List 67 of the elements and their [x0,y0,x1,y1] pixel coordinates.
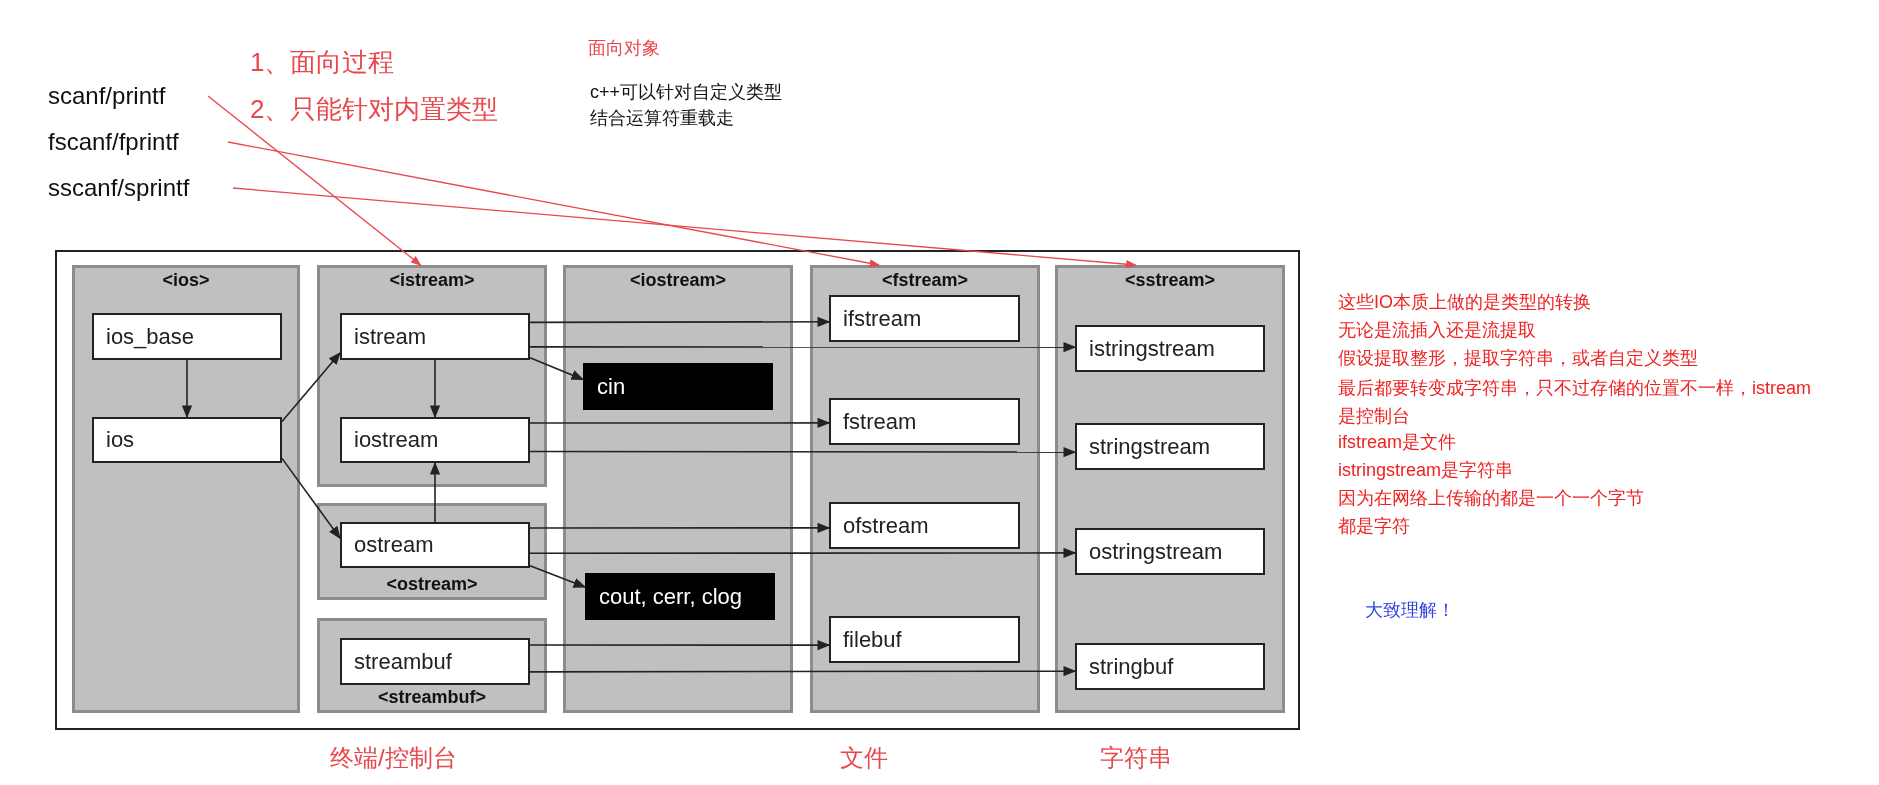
function-text: scanf/printf [48,80,208,112]
group-panel [810,265,1040,713]
note-text: 都是字符 [1338,515,1410,538]
group-title: <fstream> [881,270,969,291]
arrow [529,356,585,381]
group-title: <streambuf> [377,687,486,708]
group-title: <istream> [389,270,475,291]
note-text: 结合运算符重载走 [590,107,734,130]
class-box: istringstream [1075,325,1265,372]
note-text: 这些IO本质上做的是类型的转换 [1338,291,1591,314]
function-text: sscanf/sprintf [48,172,233,204]
class-box: stringbuf [1075,643,1265,690]
class-box: ostringstream [1075,528,1265,575]
note-text: istringstream是字符串 [1338,459,1514,482]
note-text: 面向对象 [588,37,660,60]
group-panel [317,618,547,713]
group-panel [317,265,547,487]
class-box: istream [340,313,530,360]
group-title: <ios> [162,270,210,291]
class-box: iostream [340,417,530,463]
arrow [281,457,341,540]
note-text: ifstream是文件 [1338,431,1456,454]
group-title: <sstream> [1124,270,1216,291]
object-box: cout, cerr, clog [585,573,775,620]
arrow [429,461,441,523]
group-panel [563,265,793,713]
arrow [207,95,422,266]
arrow [529,666,1077,677]
arrow [529,417,831,429]
class-box: stringstream [1075,423,1265,470]
caption-text: 2、只能针对内置类型 [250,93,499,126]
arrow [232,187,1137,269]
note-text: 无论是流插入还是流提取 [1338,319,1536,342]
arrow [529,316,831,327]
note-text: c++可以针对自定义类型 [590,81,783,104]
caption-text: 字符串 [1100,743,1172,773]
arrow [529,341,1077,353]
group-title: <ostream> [386,574,478,595]
caption-text: 文件 [840,743,888,773]
class-box: streambuf [340,638,530,685]
note-text: 因为在网络上传输的都是一个一个字节 [1338,487,1644,510]
arrow [529,522,831,533]
class-box: filebuf [829,616,1020,663]
arrow [281,351,341,423]
object-box: cin [583,363,773,410]
group-panel [1055,265,1285,713]
group-title: <iostream> [629,270,727,291]
class-box: ofstream [829,502,1020,549]
arrow [529,640,831,651]
class-box: ios [92,417,282,463]
arrow [529,547,1077,559]
arrow [429,359,441,419]
class-box: ifstream [829,295,1020,342]
class-box: fstream [829,398,1020,445]
arrow [529,564,587,588]
arrow [227,141,880,268]
class-box: ios_base [92,313,282,360]
function-text: fscanf/fprintf [48,126,228,158]
arrow [529,447,1077,458]
group-panel [317,503,547,600]
class-box: ostream [340,522,530,568]
arrow [181,359,193,419]
caption-text: 1、面向过程 [250,46,395,79]
group-panel [72,265,300,713]
note-text: 假设提取整形，提取字符串，或者自定义类型 [1338,347,1698,370]
note-text: 大致理解！ [1365,599,1455,622]
caption-text: 终端/控制台 [330,743,457,773]
